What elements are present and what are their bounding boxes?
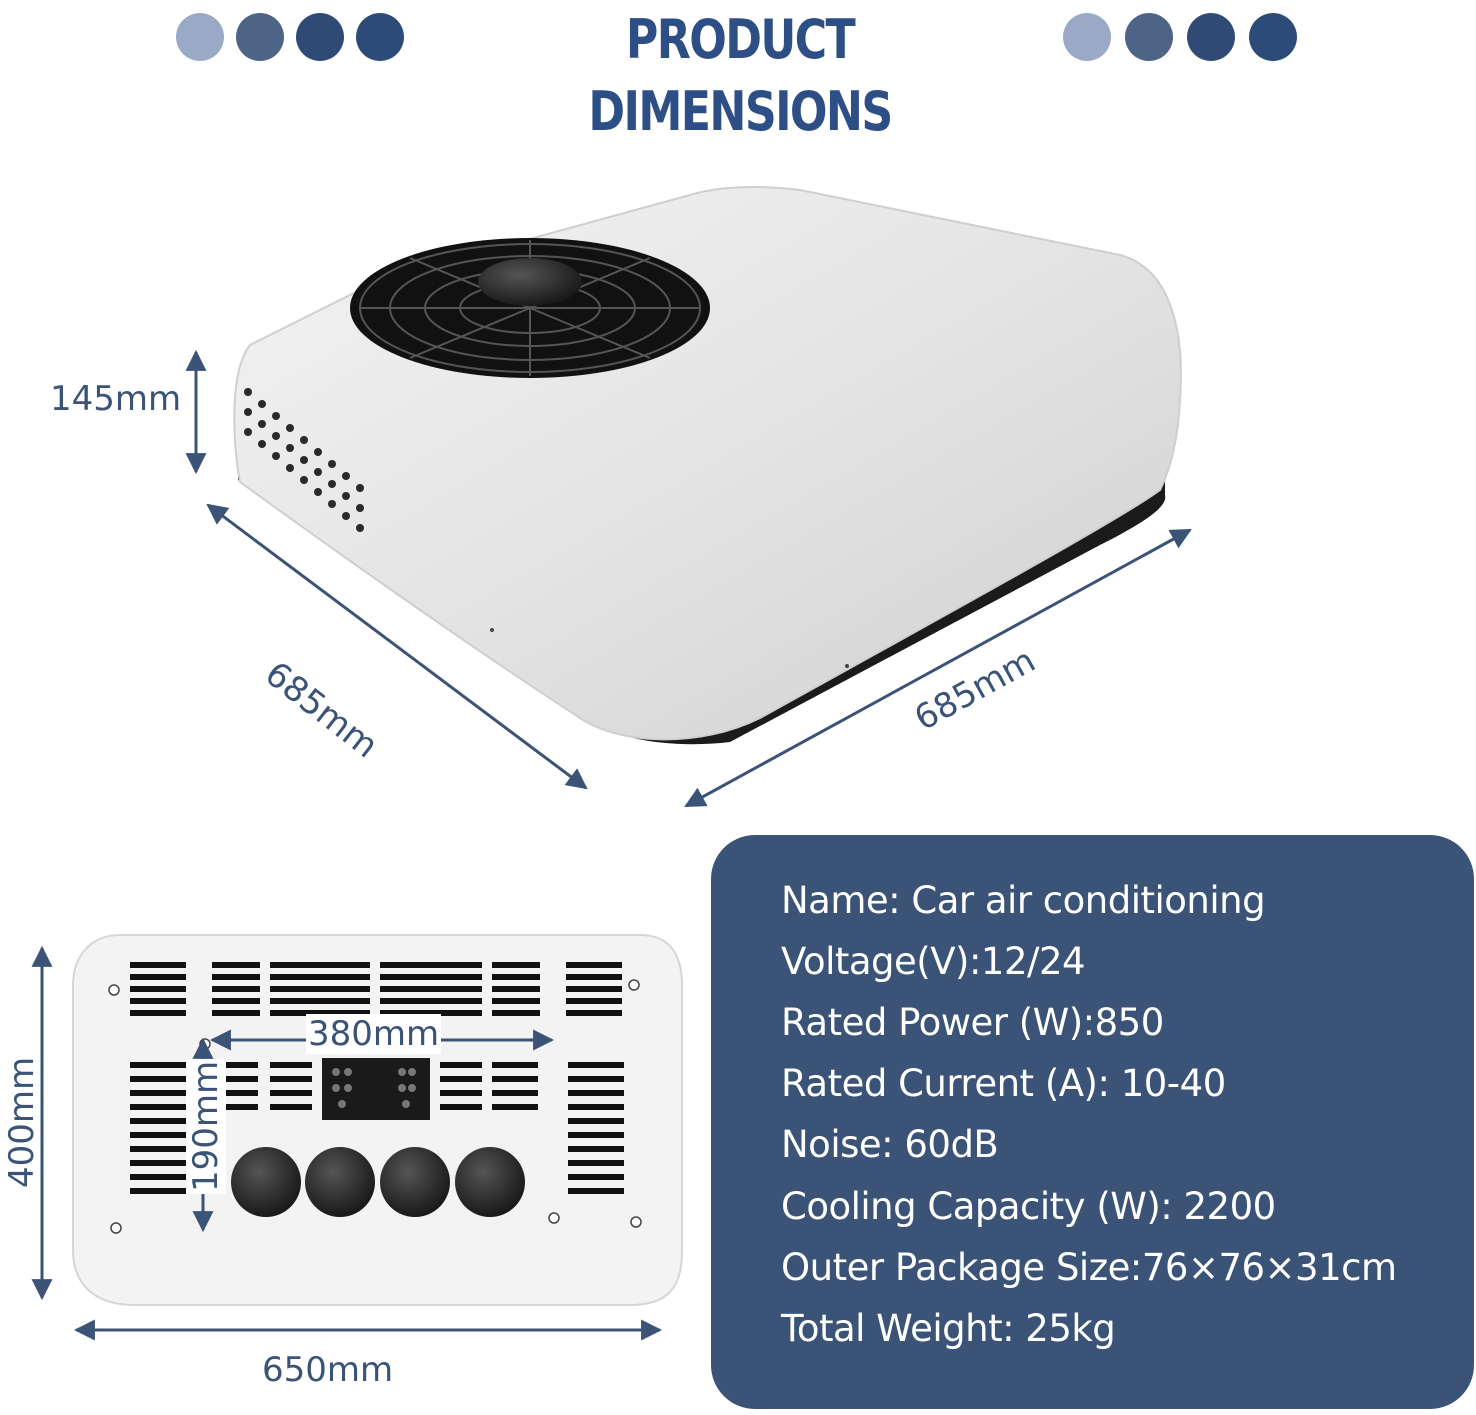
spec-rated-power: Rated Power (W):850 (781, 1001, 1164, 1044)
rooftop-unit-image (233, 186, 1182, 745)
dot (1249, 13, 1297, 61)
specs-panel: Name: Car air conditioning Voltage(V):12… (711, 835, 1474, 1409)
depth-arrow (206, 503, 588, 790)
panel-width-label: 650mm (262, 1350, 394, 1390)
spec-name: Name: Car air conditioning (781, 879, 1266, 922)
header: PRODUCT DIMENSIONS (0, 0, 1476, 143)
page-title: PRODUCT DIMENSIONS (588, 8, 893, 143)
dot (296, 13, 344, 61)
spec-noise: Noise: 60dB (781, 1123, 999, 1166)
dot (1125, 13, 1173, 61)
dot (176, 13, 224, 61)
interior-panel-image (72, 934, 683, 1306)
decorative-dots-left (176, 13, 416, 61)
spec-total-weight: Total Weight: 25kg (781, 1307, 1116, 1350)
dot (356, 13, 404, 61)
inner-height-label: 190mm (186, 1058, 226, 1194)
spec-package-size: Outer Package Size:76×76×31cm (781, 1246, 1397, 1289)
inner-width-label: 380mm (306, 1014, 442, 1054)
spec-cooling-capacity: Cooling Capacity (W): 2200 (781, 1185, 1276, 1228)
panel-height-label: 400mm (2, 1056, 42, 1188)
dot (1063, 13, 1111, 61)
spec-rated-current: Rated Current (A): 10-40 (781, 1062, 1226, 1105)
dot (236, 13, 284, 61)
decorative-dots-right (1063, 13, 1303, 61)
width-arrow (684, 528, 1192, 808)
height-label: 145mm (50, 379, 182, 419)
spec-voltage: Voltage(V):12/24 (781, 940, 1086, 983)
dot (1187, 13, 1235, 61)
